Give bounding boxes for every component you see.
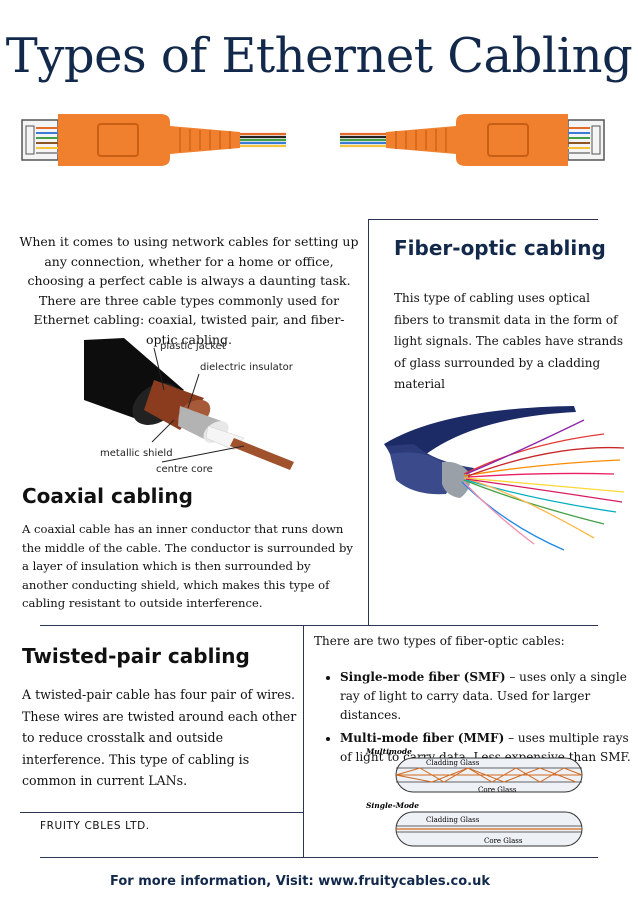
coaxial-heading: Coaxial cabling [22, 484, 193, 508]
page-title: Types of Ethernet Cabling [5, 28, 633, 84]
vertical-divider-bottom [303, 625, 304, 857]
singlemode-core-label: Core Glass [484, 837, 523, 845]
multimode-label: Multimode [365, 747, 412, 756]
fiber-body: This type of cabling uses optical fibers… [394, 291, 624, 391]
singlemode-label: Single-Mode [366, 801, 419, 810]
coax-label-metallic-shield: metallic shield [100, 448, 173, 459]
ethernet-cable-left-illustration [21, 114, 286, 166]
fiber-mode-diagram: Multimode Cladding Glass Core Glass Sing… [365, 747, 583, 847]
twisted-pair-body: A twisted-pair cable has four pair of wi… [22, 687, 297, 788]
coaxial-cable-diagram: plastic jacket dielectric insulator meta… [84, 338, 294, 475]
company-name: FRUITY CBLES LTD. [40, 820, 150, 832]
top-divider [368, 219, 598, 220]
fiber-type-smf: Single-mode fiber (SMF) – uses only a si… [340, 668, 638, 725]
coax-label-plastic-jacket: plastic jacket [160, 341, 226, 352]
fiber-types-intro: There are two types of fiber-optic cable… [314, 634, 565, 648]
company-divider [20, 812, 303, 813]
fiber-heading: Fiber-optic cabling [394, 236, 606, 260]
ethernet-cable-right-illustration [340, 114, 605, 166]
twisted-pair-heading: Twisted-pair cabling [22, 644, 250, 668]
coax-label-dielectric-insulator: dielectric insulator [200, 362, 294, 373]
coaxial-body: A coaxial cable has an inner conductor t… [22, 522, 353, 611]
coax-label-centre-core: centre core [156, 464, 213, 475]
fiber-optic-cable-illustration [384, 406, 625, 551]
middle-divider [40, 625, 598, 626]
vertical-divider-top [368, 219, 369, 625]
footer-contact: For more information, Visit: www.fruityc… [109, 874, 491, 889]
footer-divider [40, 857, 598, 858]
singlemode-cladding-label: Cladding Glass [426, 816, 480, 824]
intro-text: When it comes to using network cables fo… [19, 234, 359, 347]
multimode-core-label: Core Glass [478, 786, 517, 794]
multimode-cladding-label: Cladding Glass [426, 759, 480, 767]
